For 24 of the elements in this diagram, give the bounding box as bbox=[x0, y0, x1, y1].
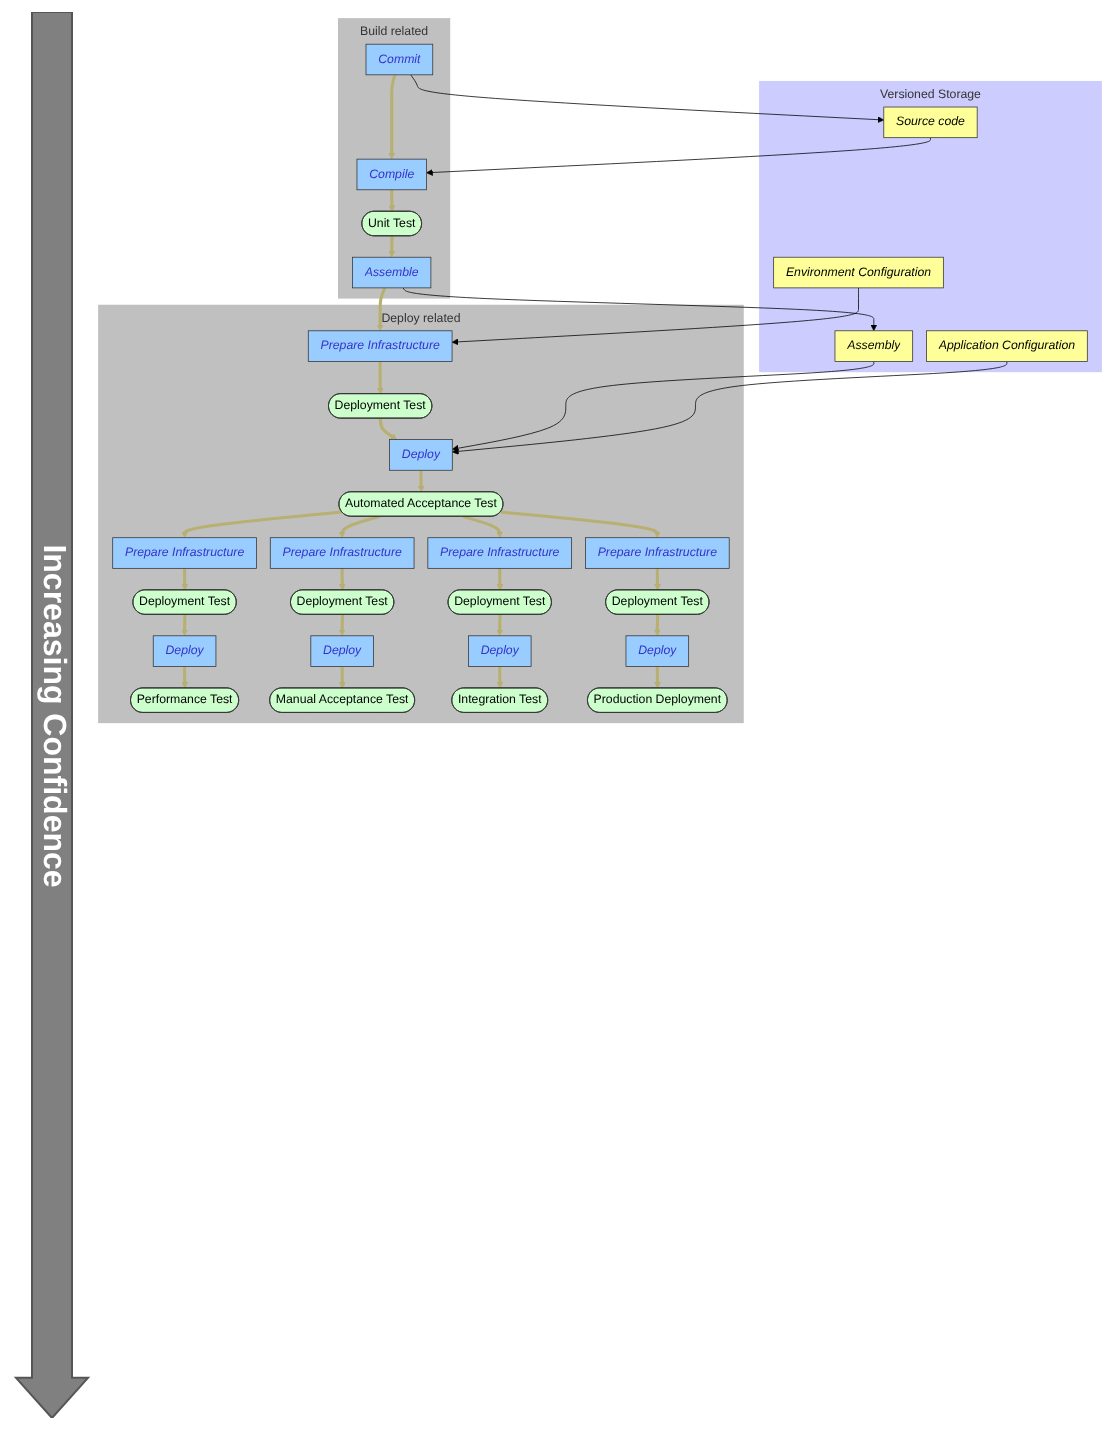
arrow bbox=[338, 666, 346, 689]
arrow bbox=[378, 418, 398, 440]
arrow bbox=[417, 470, 425, 493]
arrow bbox=[496, 568, 504, 591]
arrow bbox=[181, 510, 343, 538]
direction-label: Increasing Confidence bbox=[34, 543, 70, 887]
arrow bbox=[338, 568, 346, 591]
arrow bbox=[496, 666, 504, 689]
arrow bbox=[388, 74, 397, 160]
arrow bbox=[654, 568, 661, 591]
arrow bbox=[388, 236, 396, 258]
arrow bbox=[338, 515, 380, 538]
arrow bbox=[388, 189, 396, 212]
arrow bbox=[181, 666, 189, 689]
arrow bbox=[462, 515, 504, 538]
arrow bbox=[181, 614, 188, 637]
arrow bbox=[653, 614, 661, 637]
arrow bbox=[181, 568, 189, 591]
arrow bbox=[500, 510, 661, 538]
arrow bbox=[376, 361, 384, 395]
arrow bbox=[338, 614, 346, 637]
arrow bbox=[654, 666, 661, 689]
arrow bbox=[376, 287, 387, 332]
arrow bbox=[496, 614, 504, 637]
